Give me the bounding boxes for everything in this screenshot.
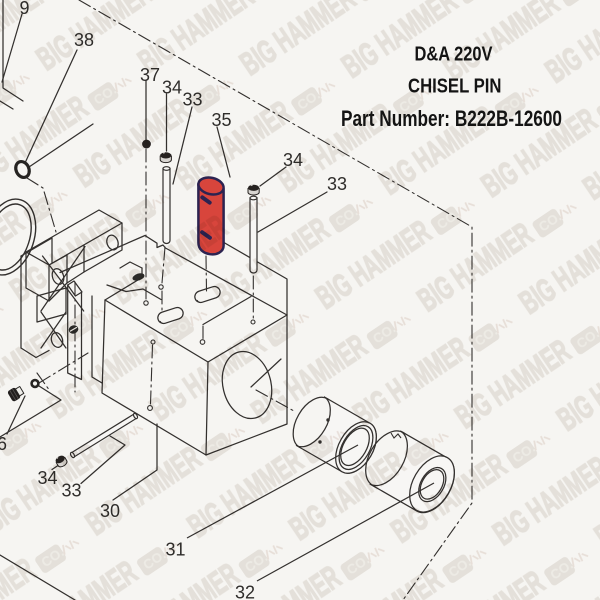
svg-text:34: 34: [37, 468, 57, 488]
svg-text:30: 30: [100, 501, 120, 521]
svg-text:31: 31: [165, 540, 185, 560]
svg-text:9: 9: [19, 0, 29, 18]
svg-text:CHISEL PIN: CHISEL PIN: [408, 76, 502, 98]
svg-text:34: 34: [283, 150, 303, 170]
svg-text:38: 38: [74, 30, 94, 50]
svg-text:Part Number: B222B-12600: Part Number: B222B-12600: [341, 106, 562, 131]
svg-text:33: 33: [61, 481, 81, 501]
svg-text:33: 33: [327, 174, 347, 194]
svg-text:35: 35: [211, 110, 231, 130]
svg-text:D&A 220V: D&A 220V: [415, 44, 494, 66]
svg-text:32: 32: [235, 583, 255, 600]
svg-text:37: 37: [140, 65, 160, 85]
svg-text:34: 34: [162, 78, 182, 98]
